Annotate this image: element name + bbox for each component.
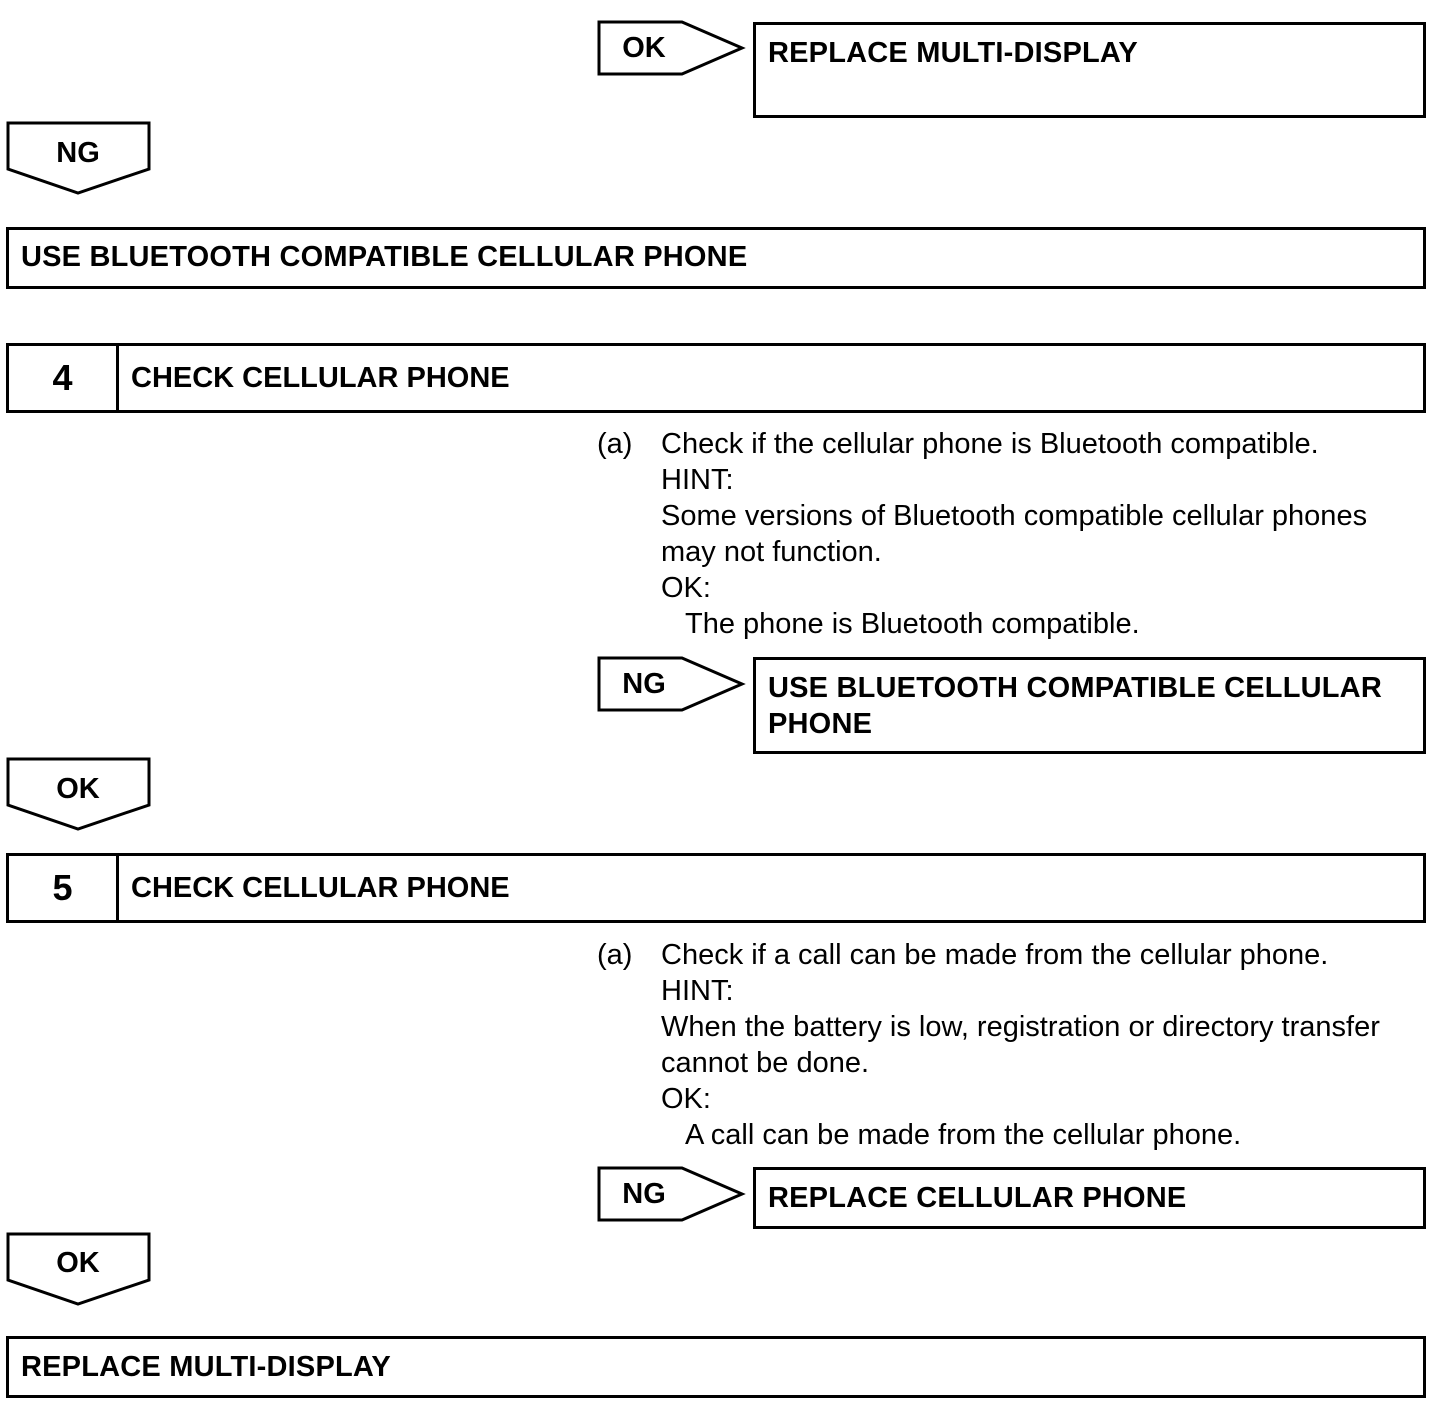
- step-5-ng-result-text: REPLACE CELLULAR PHONE: [768, 1182, 1187, 1214]
- step-4-ng-result-box: USE BLUETOOTH COMPATIBLE CELLULAR PHONE: [753, 657, 1426, 754]
- final-replace-multi-display-box: REPLACE MULTI-DISPLAY: [6, 1336, 1426, 1398]
- step-5-ng-arrow: [597, 1166, 746, 1222]
- step-5-item-marker: (a): [597, 939, 633, 971]
- ng-down-label: NG: [56, 137, 100, 169]
- use-bluetooth-phone-box: USE BLUETOOTH COMPATIBLE CELLULAR PHONE: [6, 227, 1426, 289]
- step-4-instruction: Check if the cellular phone is Bluetooth…: [661, 428, 1319, 460]
- step-4-ng-result-line-1: USE BLUETOOTH COMPATIBLE CELLULAR: [768, 672, 1382, 704]
- step-5-ng-result-box: REPLACE CELLULAR PHONE: [753, 1167, 1426, 1229]
- step-4-ok-down-label: OK: [56, 773, 100, 805]
- step-4-ok-condition: The phone is Bluetooth compatible.: [685, 608, 1140, 640]
- step-5-hint-label: HINT:: [661, 975, 734, 1007]
- step-5-ok-condition: A call can be made from the cellular pho…: [685, 1119, 1242, 1151]
- ok-branch-label: OK: [622, 32, 666, 64]
- step-5-ok-down-label: OK: [56, 1247, 100, 1279]
- step-4-number: 4: [9, 346, 119, 410]
- replace-multi-display-result-box: REPLACE MULTI-DISPLAY: [753, 22, 1426, 118]
- step-4-ng-label: NG: [622, 668, 666, 700]
- step-5-hint-line-1: When the battery is low, registration or…: [661, 1011, 1380, 1043]
- step-4-title: CHECK CELLULAR PHONE: [131, 361, 510, 394]
- step-4-ok-heading: OK:: [661, 572, 711, 604]
- step-4-hint-label: HINT:: [661, 464, 734, 496]
- step-5-number: 5: [9, 856, 119, 920]
- step-5-title: CHECK CELLULAR PHONE: [131, 871, 510, 904]
- step-4-hint-line-1: Some versions of Bluetooth compatible ce…: [661, 500, 1368, 532]
- ng-down-arrow: [6, 121, 151, 195]
- step-4-ng-result-line-2: PHONE: [768, 708, 873, 740]
- step-4-ng-arrow: [597, 656, 746, 712]
- use-bluetooth-phone-text: USE BLUETOOTH COMPATIBLE CELLULAR PHONE: [21, 241, 748, 273]
- step-4-item-marker: (a): [597, 428, 633, 460]
- step-5-header: 5 CHECK CELLULAR PHONE: [6, 853, 1426, 923]
- step-4-header: 4 CHECK CELLULAR PHONE: [6, 343, 1426, 413]
- step-5-hint-line-2: cannot be done.: [661, 1047, 870, 1079]
- step-5-instruction: Check if a call can be made from the cel…: [661, 939, 1329, 971]
- step-5-ok-heading: OK:: [661, 1083, 711, 1115]
- ok-branch-arrow: [597, 20, 746, 76]
- step-4-hint-line-2: may not function.: [661, 536, 882, 568]
- step-5-ok-down-arrow: [6, 1232, 151, 1306]
- step-4-ok-down-arrow: [6, 757, 151, 831]
- step-5-ng-label: NG: [622, 1178, 666, 1210]
- replace-multi-display-result-text: REPLACE MULTI-DISPLAY: [768, 37, 1138, 69]
- final-replace-multi-display-text: REPLACE MULTI-DISPLAY: [21, 1351, 391, 1383]
